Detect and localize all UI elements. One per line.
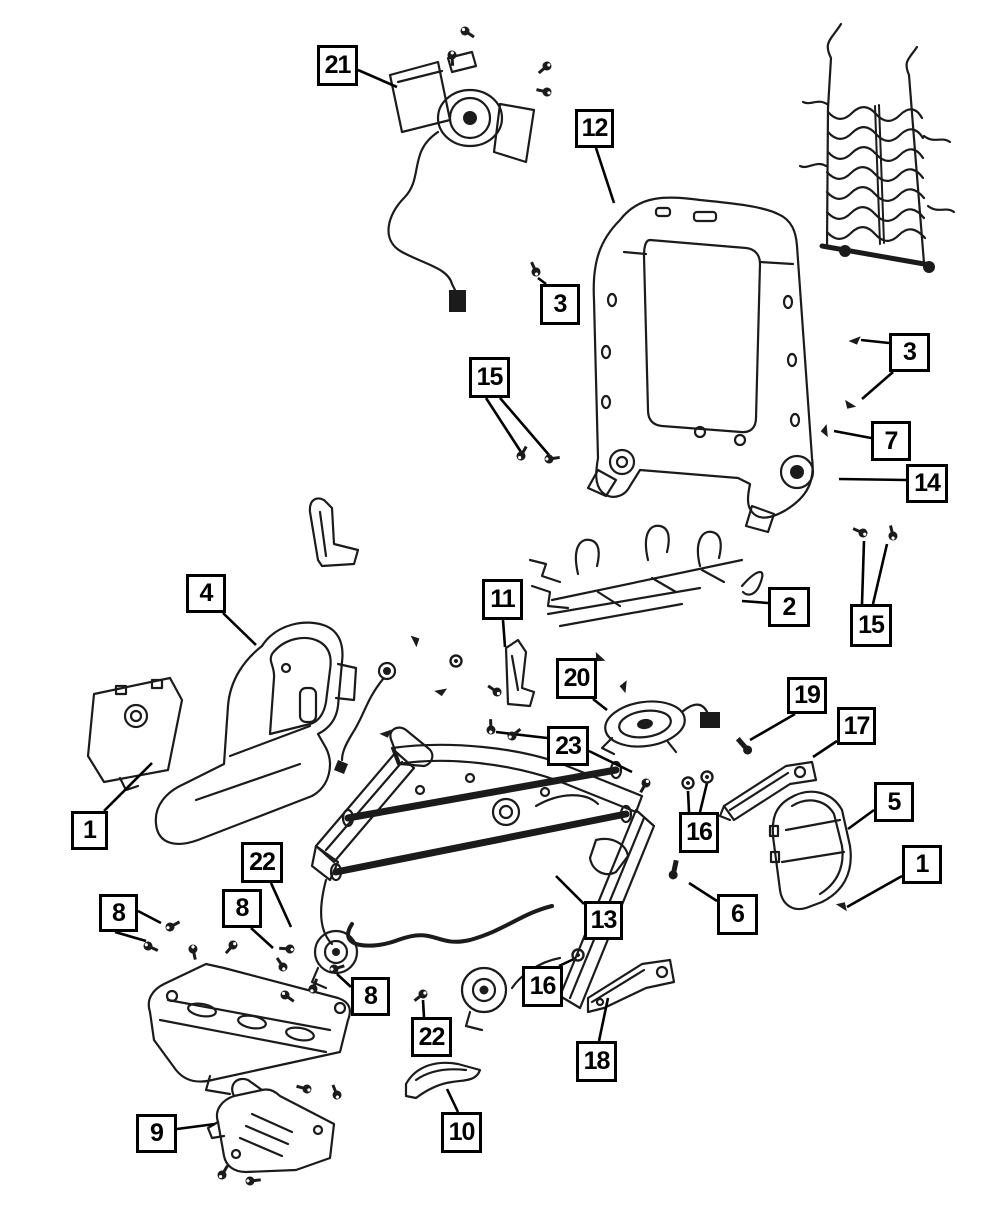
clip-icon: [410, 635, 420, 648]
screw-icon: [487, 684, 502, 697]
callout-10[interactable]: 10: [441, 1112, 482, 1153]
screw-icon: [308, 978, 319, 994]
clip-icon: [619, 680, 627, 694]
callout-22[interactable]: 22: [411, 1017, 452, 1057]
callout-5[interactable]: 5: [874, 782, 914, 822]
nut-icon: [449, 654, 463, 668]
callout-23[interactable]: 23: [547, 726, 589, 766]
bolt-icon: [668, 859, 679, 880]
screw-icon: [279, 944, 295, 954]
leader-lines: [103, 68, 907, 1131]
screw-icon: [507, 727, 522, 741]
small-bracket-drawing: [308, 497, 360, 568]
screw-icon: [143, 941, 159, 952]
clip-icon: [848, 336, 861, 345]
callout-3[interactable]: 3: [540, 284, 580, 325]
screw-icon: [296, 1084, 312, 1094]
screw-icon: [413, 989, 428, 1002]
support-bracket-17-drawing: [718, 760, 818, 822]
callout-13[interactable]: 13: [584, 901, 623, 940]
screw-icon: [639, 778, 651, 794]
riser-base-drawing: [147, 962, 351, 1096]
screw-icon: [165, 920, 181, 932]
callout-6[interactable]: 6: [717, 894, 758, 935]
screw-icon: [329, 964, 345, 974]
bolt-icon: [735, 737, 753, 755]
blower-assembly-drawing: [600, 700, 720, 756]
screw-icon: [516, 445, 528, 461]
callout-8[interactable]: 8: [99, 894, 138, 932]
support-plate-drawing: [206, 1077, 336, 1174]
callout-2[interactable]: 2: [768, 587, 810, 627]
shield-strip-drawing: [404, 1061, 482, 1100]
clip-icon: [845, 399, 857, 409]
callout-15[interactable]: 15: [850, 604, 892, 647]
callout-18[interactable]: 18: [576, 1041, 617, 1082]
callout-19[interactable]: 19: [787, 677, 827, 714]
latch-bracket-drawing: [504, 638, 536, 708]
callout-16[interactable]: 16: [522, 966, 563, 1007]
clip-icon: [379, 729, 392, 738]
clip-icon: [595, 651, 606, 662]
screw-icon: [245, 1176, 261, 1186]
callout-3[interactable]: 3: [889, 333, 930, 372]
seat-shield-right-drawing: [768, 790, 852, 911]
clip-icon: [434, 688, 448, 697]
flat-bracket-18-drawing: [586, 958, 676, 1014]
screw-icon: [217, 1164, 229, 1180]
screw-icon: [280, 990, 295, 1003]
screw-icon: [888, 525, 898, 541]
nut-icon: [571, 948, 585, 962]
callout-1[interactable]: 1: [902, 845, 942, 884]
callout-12[interactable]: 12: [575, 109, 614, 148]
screw-icon: [486, 719, 496, 735]
screw-icon: [544, 454, 560, 464]
screw-icon: [460, 26, 475, 39]
seat-back-frame-drawing: [586, 196, 815, 534]
nut-icon: [700, 770, 714, 784]
callout-1[interactable]: 1: [71, 811, 108, 850]
callout-21[interactable]: 21: [317, 45, 358, 86]
screw-icon: [331, 1084, 342, 1100]
callout-8[interactable]: 8: [351, 977, 390, 1016]
callout-22[interactable]: 22: [241, 842, 283, 883]
screw-icon: [536, 87, 552, 97]
screw-icon: [188, 944, 198, 960]
wiring-harness-drawing: [334, 661, 397, 774]
nut-icon: [681, 776, 695, 790]
callout-11[interactable]: 11: [482, 579, 523, 620]
seat-back-suspension-mat-drawing: [798, 22, 956, 273]
screw-icon: [530, 261, 541, 277]
callout-14[interactable]: 14: [906, 464, 948, 503]
callout-7[interactable]: 7: [871, 421, 911, 461]
callout-20[interactable]: 20: [556, 658, 597, 699]
screw-icon: [537, 61, 552, 75]
clip-icon: [820, 424, 828, 438]
fasteners: [143, 26, 898, 1186]
screw-icon: [224, 940, 238, 955]
callout-4[interactable]: 4: [186, 574, 226, 613]
callout-17[interactable]: 17: [837, 707, 876, 745]
screw-icon: [852, 527, 868, 538]
clip-icon: [835, 902, 847, 912]
callout-8[interactable]: 8: [222, 889, 262, 928]
screw-icon: [275, 957, 288, 972]
callout-16[interactable]: 16: [679, 812, 719, 853]
callout-15[interactable]: 15: [469, 357, 510, 398]
cushion-wire-frame-drawing: [528, 524, 764, 628]
seat-shield-left-drawing: [154, 621, 358, 845]
screw-icon: [447, 50, 457, 66]
callout-9[interactable]: 9: [136, 1114, 177, 1153]
lumbar-motor-drawing: [387, 50, 536, 312]
